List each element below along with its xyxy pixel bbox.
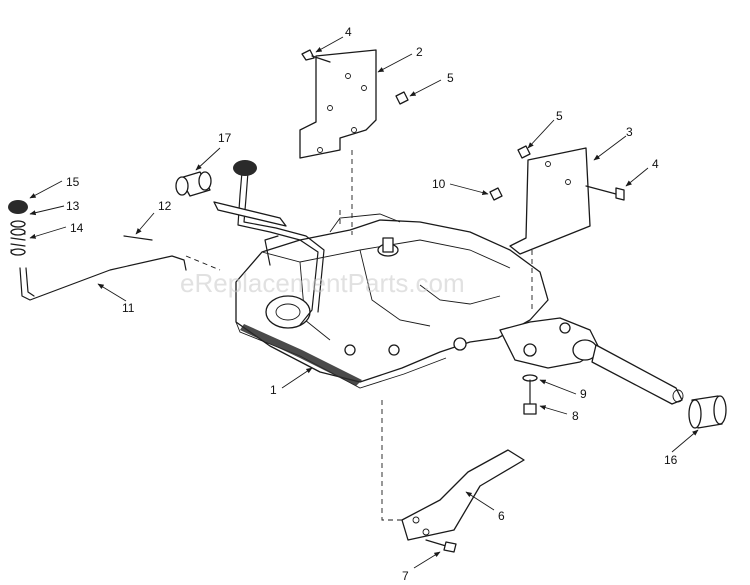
callout-16: 16: [664, 453, 678, 467]
nut-10: [489, 187, 503, 201]
callout-11: 11: [122, 301, 135, 315]
callout-5-upper: 5: [447, 71, 454, 85]
bolt-7: [425, 539, 457, 553]
callout-12: 12: [158, 199, 172, 213]
bolt-4-right: [585, 185, 625, 201]
nut-5-right: [517, 145, 531, 159]
watermark: eReplacementParts.com: [180, 268, 465, 298]
callout-6: 6: [498, 509, 505, 523]
callout-8: 8: [572, 409, 579, 423]
bolt-8: [523, 403, 537, 415]
callout-leaders: [29, 36, 699, 569]
bracket-6: [401, 449, 525, 541]
washer-9: [522, 374, 538, 405]
callout-13: 13: [66, 199, 80, 213]
bolt-4-upper: [301, 49, 331, 63]
nut-5-upper: [395, 91, 409, 105]
callout-10: 10: [432, 177, 446, 191]
shift-rod: [19, 255, 187, 301]
assembly-line: [381, 400, 406, 521]
callout-4-right: 4: [652, 157, 659, 171]
transaxle-housing: [235, 213, 549, 389]
callout-1: 1: [270, 383, 277, 397]
shift-lever: [233, 160, 325, 326]
knob-stack: [8, 200, 28, 256]
bushing-17: [175, 171, 212, 197]
bracket-3: [509, 147, 591, 255]
assembly-line: [185, 255, 221, 271]
callout-9: 9: [580, 387, 587, 401]
bushing-16: [688, 395, 727, 429]
callout-2: 2: [416, 45, 423, 59]
left-shaft: [213, 201, 287, 266]
callout-17: 17: [218, 131, 232, 145]
callout-3: 3: [626, 125, 633, 139]
callout-7: 7: [402, 569, 409, 583]
callout-15: 15: [66, 175, 80, 189]
callout-5-right: 5: [556, 109, 563, 123]
bracket-2: [299, 49, 377, 159]
callout-labels: 1 2 3 4 4 5 5 6 7 8 9 10 11 12 13 14 15 …: [66, 25, 678, 583]
callout-14: 14: [70, 221, 84, 235]
callout-4-upper: 4: [345, 25, 352, 39]
axle-housing-right: [499, 317, 684, 405]
clip-pin: [123, 235, 153, 241]
